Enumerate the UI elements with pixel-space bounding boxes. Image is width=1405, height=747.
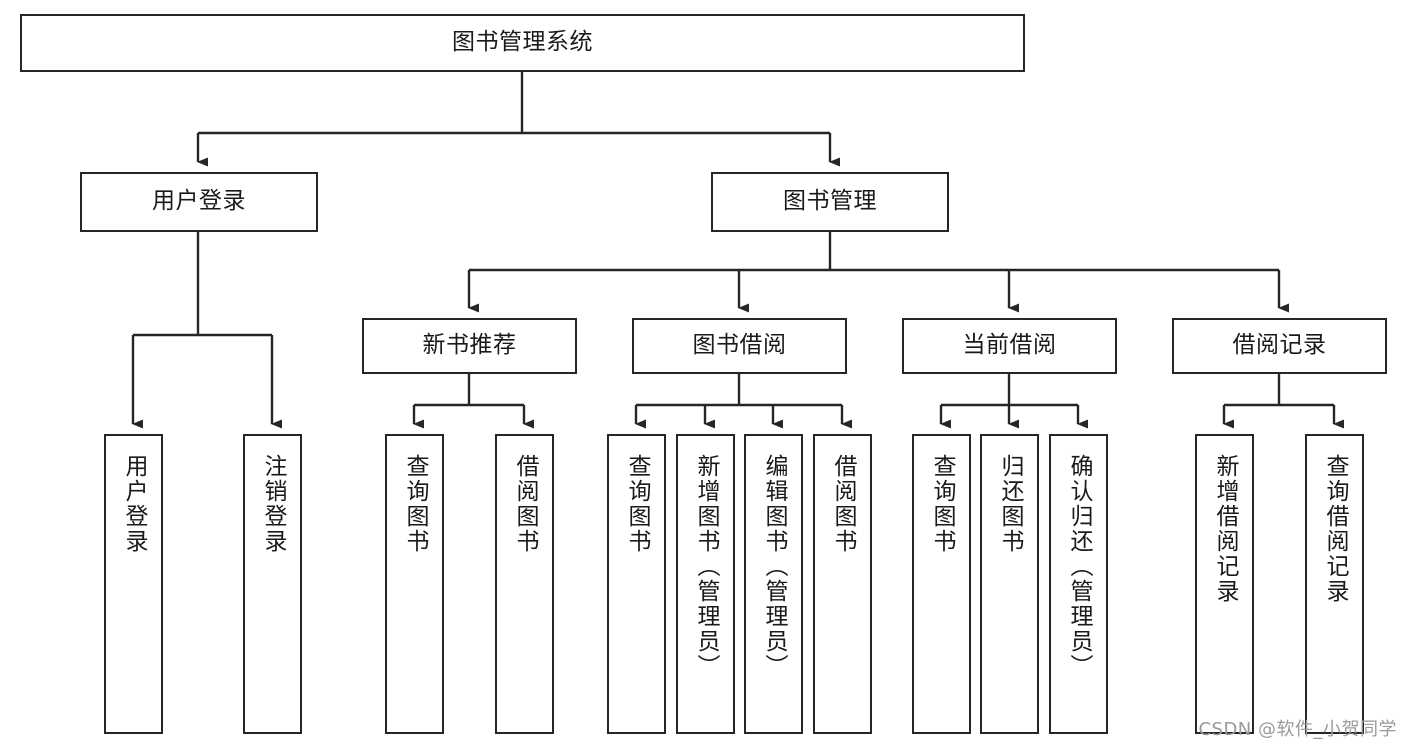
leaf-user-login-label: 用户登录 xyxy=(121,454,147,554)
leaf-query-book-1-label: 查询图书 xyxy=(402,454,428,554)
leaf-confirm-return-admin-label: 确认归还（管理员） xyxy=(1066,454,1092,679)
leaf-query-book-2-label: 查询图书 xyxy=(624,454,650,554)
leaf-borrow-book-2-label: 借阅图书 xyxy=(830,454,856,554)
leaf-logout-label: 注销登录 xyxy=(260,454,286,554)
node-book-management[interactable]: 图书管理 xyxy=(711,172,949,232)
leaf-query-book-2[interactable]: 查询图书 xyxy=(607,434,666,734)
leaf-edit-book-admin[interactable]: 编辑图书（管理员） xyxy=(744,434,803,734)
leaf-logout[interactable]: 注销登录 xyxy=(243,434,302,734)
node-book-borrow[interactable]: 图书借阅 xyxy=(632,318,847,374)
node-user-login-label: 用户登录 xyxy=(152,188,246,215)
node-current-borrow-label: 当前借阅 xyxy=(962,332,1057,359)
node-current-borrow[interactable]: 当前借阅 xyxy=(902,318,1117,374)
node-new-book-recommend-label: 新书推荐 xyxy=(422,332,517,359)
leaf-add-borrow-record-label: 新增借阅记录 xyxy=(1212,454,1238,604)
watermark-text: CSDN @软件_小贺同学 xyxy=(1198,719,1397,740)
leaf-borrow-book-1[interactable]: 借阅图书 xyxy=(495,434,554,734)
node-root-system-label: 图书管理系统 xyxy=(452,29,593,56)
node-user-login[interactable]: 用户登录 xyxy=(80,172,318,232)
leaf-query-borrow-record-label: 查询借阅记录 xyxy=(1322,454,1348,604)
node-root-system[interactable]: 图书管理系统 xyxy=(20,14,1025,72)
node-book-borrow-label: 图书借阅 xyxy=(692,332,787,359)
leaf-add-book-admin-label: 新增图书（管理员） xyxy=(693,454,719,679)
leaf-borrow-book-2[interactable]: 借阅图书 xyxy=(813,434,872,734)
leaf-user-login[interactable]: 用户登录 xyxy=(104,434,163,734)
leaf-return-book-label: 归还图书 xyxy=(997,454,1023,554)
leaf-query-book-3[interactable]: 查询图书 xyxy=(912,434,971,734)
leaf-add-borrow-record[interactable]: 新增借阅记录 xyxy=(1195,434,1254,734)
node-borrow-record-label: 借阅记录 xyxy=(1232,332,1327,359)
leaf-return-book[interactable]: 归还图书 xyxy=(980,434,1039,734)
leaf-query-borrow-record[interactable]: 查询借阅记录 xyxy=(1305,434,1364,734)
leaf-query-book-3-label: 查询图书 xyxy=(929,454,955,554)
node-book-management-label: 图书管理 xyxy=(783,188,877,215)
leaf-add-book-admin[interactable]: 新增图书（管理员） xyxy=(676,434,735,734)
leaf-edit-book-admin-label: 编辑图书（管理员） xyxy=(761,454,787,679)
leaf-borrow-book-1-label: 借阅图书 xyxy=(512,454,538,554)
leaf-confirm-return-admin[interactable]: 确认归还（管理员） xyxy=(1049,434,1108,734)
leaf-query-book-1[interactable]: 查询图书 xyxy=(385,434,444,734)
node-borrow-record[interactable]: 借阅记录 xyxy=(1172,318,1387,374)
node-new-book-recommend[interactable]: 新书推荐 xyxy=(362,318,577,374)
